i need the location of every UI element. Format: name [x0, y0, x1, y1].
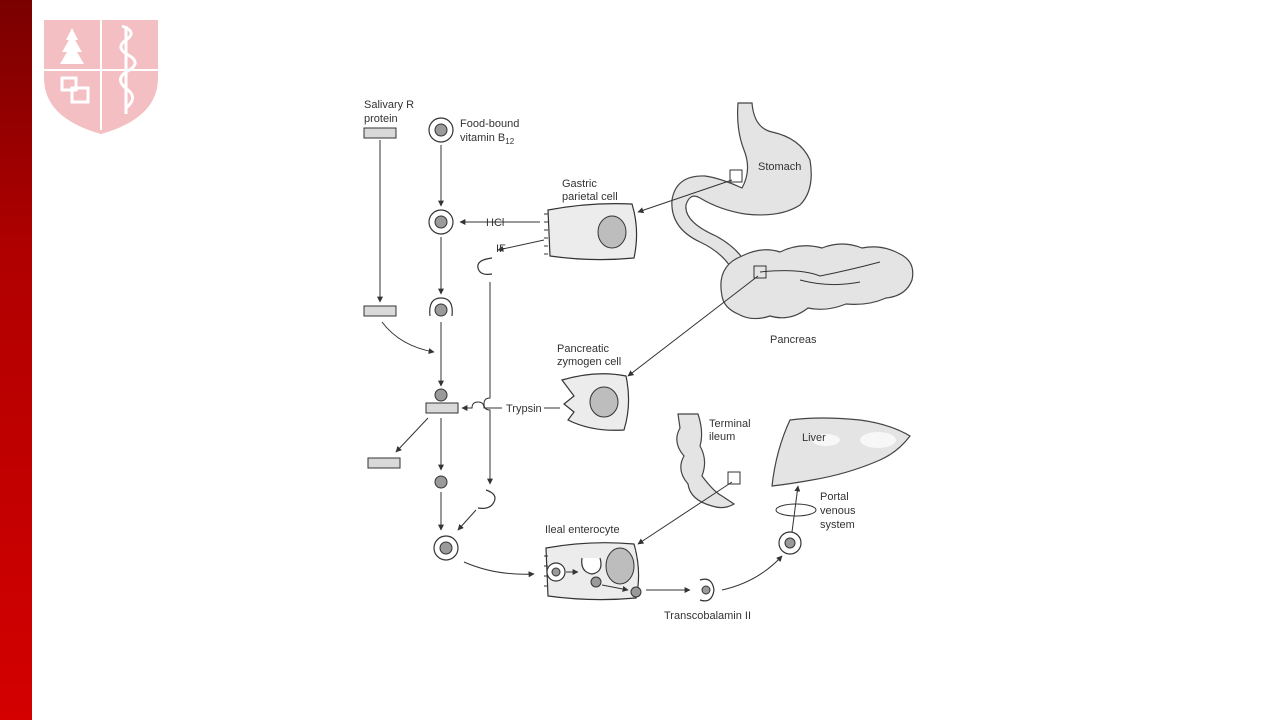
label-transcobalamin: Transcobalamin II: [664, 610, 751, 622]
label-venous: venous: [820, 505, 856, 517]
left-accent-bar: [0, 0, 32, 720]
label-parietal-cell: parietal cell: [562, 191, 618, 203]
label-ileal-enterocyte: Ileal enterocyte: [545, 524, 620, 536]
stomach-organ: [671, 102, 812, 284]
label-trypsin: Trypsin: [506, 403, 542, 415]
label-vitamin-b: vitamin B12: [460, 132, 515, 146]
label-gastric: Gastric: [562, 178, 597, 190]
label-if: IF: [496, 243, 506, 255]
label-pancreatic: Pancreatic: [557, 343, 609, 355]
label-zymogen-cell: zymogen cell: [557, 356, 621, 368]
label-food-bound: Food-bound: [460, 118, 519, 130]
label-portal: Portal: [820, 491, 849, 503]
label-hcl: HCl: [486, 217, 504, 229]
label-terminal: Terminal: [709, 418, 751, 430]
label-pancreas: Pancreas: [770, 334, 817, 346]
label-protein: protein: [364, 113, 398, 125]
university-shield-logo-icon: [44, 20, 158, 134]
label-salivary-r: Salivary R: [364, 99, 414, 111]
pancreas-organ: [720, 243, 914, 320]
label-system: system: [820, 519, 855, 531]
terminal-ileum-organ: [676, 413, 736, 509]
label-liver: Liver: [802, 432, 826, 444]
liver-organ: [771, 417, 911, 487]
label-stomach: Stomach: [758, 161, 801, 173]
label-ileum: ileum: [709, 431, 735, 443]
